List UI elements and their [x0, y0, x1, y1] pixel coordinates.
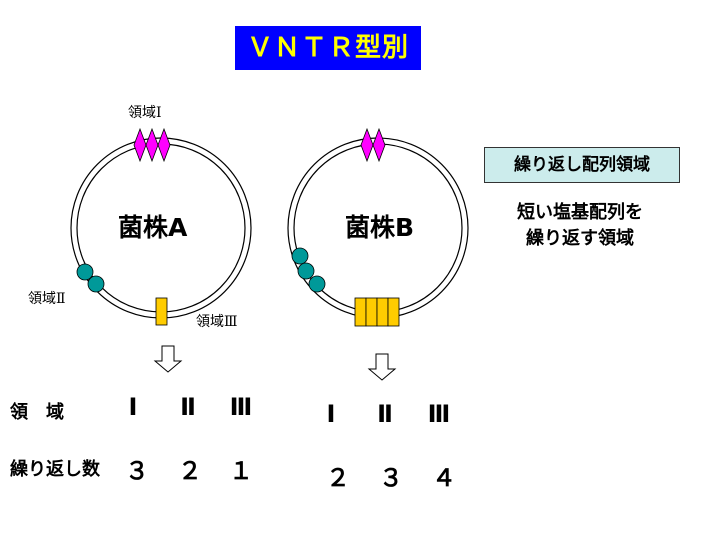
- strain-b-region-header: Ⅲ: [427, 400, 451, 428]
- page-title: ＶＮＴＲ型別: [235, 26, 421, 70]
- strain-a-region-header: Ⅱ: [180, 393, 196, 421]
- region1-label: 領域Ⅰ: [128, 105, 162, 121]
- strain-a-region-header: Ⅲ: [229, 393, 253, 421]
- strain-b-repeat-count: ３: [379, 464, 403, 492]
- repeat-marker: [133, 127, 147, 163]
- strain-b-label: 菌株B: [345, 213, 415, 242]
- strain-a-repeat-count: ２: [178, 457, 202, 485]
- repeat-marker: [376, 297, 389, 327]
- region2-label: 領域Ⅱ: [28, 291, 66, 307]
- strain-b-region1-markers: [360, 127, 386, 163]
- down-arrow-icon: [153, 345, 183, 373]
- row-label-repeat-count: 繰り返し数: [10, 459, 100, 480]
- repeat-marker: [291, 247, 309, 265]
- strain-a-region2-markers: [76, 263, 105, 293]
- strain-b-region-header: Ⅱ: [377, 400, 393, 428]
- strain-a-repeat-count: ３: [125, 457, 149, 485]
- row-label-region: 領 域: [10, 402, 64, 423]
- strain-a-label: 菌株A: [118, 213, 188, 242]
- legend-description-line: 短い塩基配列を: [517, 202, 643, 223]
- repeat-marker: [297, 262, 315, 280]
- repeat-marker: [145, 127, 159, 163]
- strain-a-region-header: Ⅰ: [128, 393, 138, 421]
- repeat-marker: [360, 127, 374, 163]
- repeat-marker: [87, 275, 105, 293]
- repeat-marker: [76, 263, 94, 281]
- strain-a-repeat-count: １: [229, 457, 253, 485]
- repeat-marker: [157, 127, 171, 163]
- repeat-marker: [372, 127, 386, 163]
- down-arrow-icon: [367, 353, 397, 381]
- legend-description-line: 繰り返す領域: [526, 228, 634, 249]
- legend-box: 繰り返し配列領域: [484, 147, 680, 183]
- strain-b-repeat-count: ２: [326, 464, 350, 492]
- strain-b-repeat-count: ４: [432, 464, 456, 492]
- repeat-marker: [308, 275, 326, 293]
- repeat-marker: [155, 297, 168, 326]
- repeat-marker: [387, 297, 400, 327]
- strain-a-region3-markers: [155, 297, 168, 326]
- repeat-marker: [354, 297, 367, 327]
- strain-b-region-header: Ⅰ: [326, 400, 336, 428]
- strain-a-region1-markers: [133, 127, 171, 163]
- repeat-marker: [365, 297, 378, 327]
- legend-description: 短い塩基配列を 繰り返す領域: [480, 200, 680, 252]
- strain-b-region2-markers: [291, 247, 326, 293]
- region3-label: 領域Ⅲ: [196, 314, 238, 330]
- strain-b-region3-markers: [354, 297, 400, 327]
